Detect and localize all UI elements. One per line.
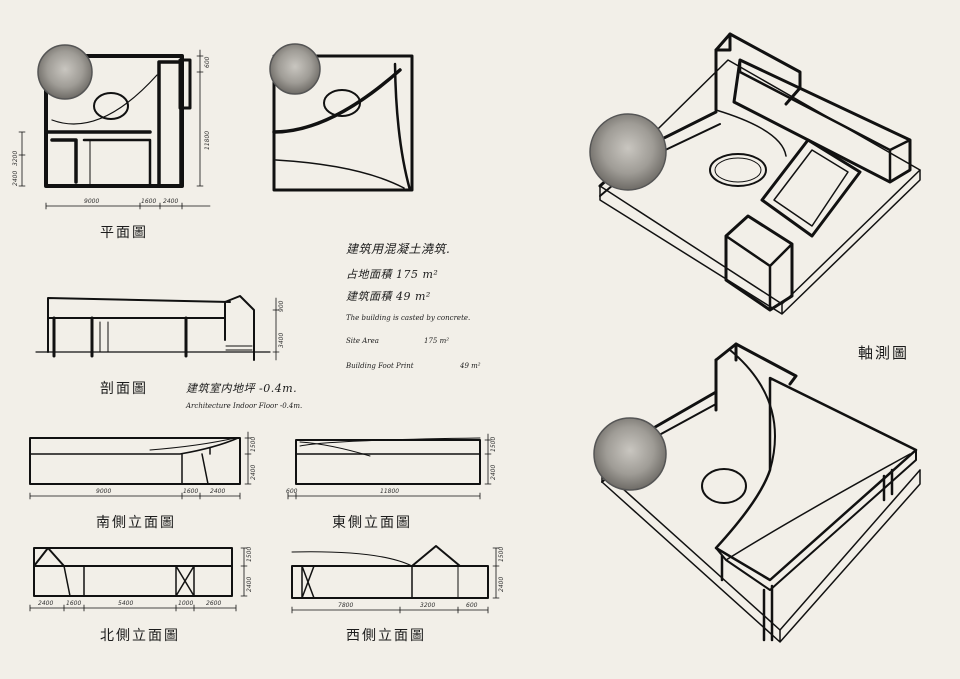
dim-plan-right: 11800	[204, 130, 211, 150]
dim-north-bottom-3: 5400	[118, 600, 134, 607]
axonometric-1-tree	[589, 113, 667, 191]
axonometric-2-tree	[593, 417, 667, 491]
note-footprint-en-label: Building Foot Print	[346, 362, 414, 370]
dim-east-right-2: 2400	[490, 464, 497, 480]
note-site-area-cn: 占地面積 175 m²	[346, 268, 439, 281]
note-indoor-floor-cn: 建筑室内地坪 -0.4m.	[186, 382, 298, 395]
axonometric-view-2	[600, 342, 921, 643]
dim-north-right-1: 1500	[246, 546, 253, 562]
dim-east-right-1: 1500	[490, 436, 497, 452]
note-building-area-cn: 建筑面積 49 m²	[346, 290, 431, 303]
plan-1-tree	[37, 44, 93, 100]
dim-west-right-2: 2400	[498, 576, 505, 592]
dim-south-right-1: 1500	[250, 436, 257, 452]
east-elevation	[287, 433, 492, 500]
south-elevation	[29, 431, 252, 500]
north-elevation	[29, 547, 248, 612]
dim-south-bottom-3: 2400	[210, 488, 226, 495]
dim-north-bottom-5: 2600	[206, 600, 222, 607]
note-indoor-floor-en: Architecture Indoor Floor -0.4m.	[186, 402, 303, 410]
south-elevation-caption: 南側立面圖	[96, 515, 176, 531]
dim-west-bottom-2: 3200	[420, 602, 436, 609]
note-site-area-en-label: Site Area	[346, 337, 379, 345]
dim-west-bottom-3: 600	[466, 602, 478, 609]
north-elevation-caption: 北側立面圖	[100, 628, 180, 644]
dim-plan-bottom-2: 1600	[141, 198, 157, 205]
dim-section-right-1: 900	[278, 300, 285, 312]
section-drawing	[35, 295, 280, 361]
roof-plan	[272, 54, 414, 192]
dim-west-right-1: 1500	[498, 546, 505, 562]
section-caption: 剖面圖	[100, 381, 148, 397]
plan-caption: 平面圖	[100, 225, 148, 241]
dim-north-bottom-1: 2400	[38, 600, 54, 607]
note-material-cn: 建筑用混凝土澆筑.	[346, 242, 451, 256]
dim-north-bottom-4: 1000	[178, 600, 194, 607]
dim-plan-left-2: 3200	[12, 150, 19, 166]
dim-north-bottom-2: 1600	[66, 600, 82, 607]
note-material-en: The building is casted by concrete.	[346, 314, 471, 322]
dim-south-bottom-2: 1600	[183, 488, 199, 495]
roof-plan-tree	[269, 43, 321, 95]
dim-north-right-2: 2400	[246, 576, 253, 592]
dim-section-right-2: 3400	[278, 332, 285, 348]
dim-plan-bottom-1: 9000	[84, 198, 100, 205]
east-elevation-caption: 東側立面圖	[332, 515, 412, 531]
dim-east-bottom-2: 11800	[380, 488, 400, 495]
floor-plan-1	[18, 49, 211, 210]
dim-west-bottom-1: 7800	[338, 602, 354, 609]
dim-south-bottom-1: 9000	[96, 488, 112, 495]
axonometric-caption: 軸測圖	[858, 344, 910, 362]
dim-south-right-2: 2400	[250, 464, 257, 480]
west-elevation	[291, 545, 500, 614]
note-site-area-en-value: 175 m²	[424, 337, 450, 345]
dim-east-bottom-1: 600	[286, 488, 298, 495]
dim-plan-bottom-3: 2400	[163, 198, 179, 205]
west-elevation-caption: 西側立面圖	[346, 628, 426, 644]
dim-plan-top-right: 600	[204, 56, 211, 68]
note-footprint-en-value: 49 m²	[460, 362, 481, 370]
dim-plan-left-1: 2400	[12, 170, 19, 186]
